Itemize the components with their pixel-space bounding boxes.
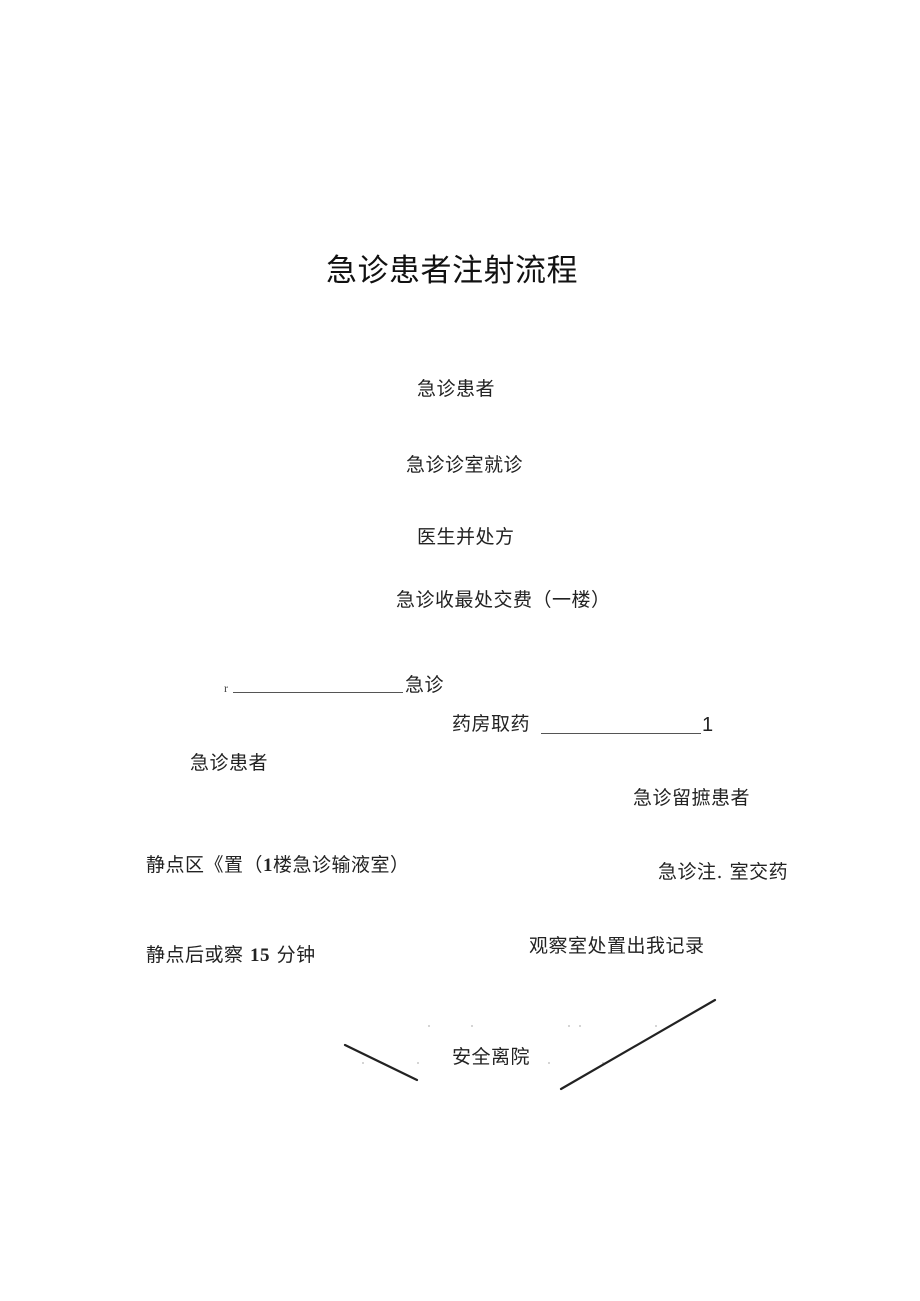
branch-marker: r <box>224 681 228 695</box>
scan-dot <box>602 1062 604 1064</box>
branch-underline-right <box>541 733 701 734</box>
step-consultation-room: 急诊诊室就诊 <box>406 454 524 476</box>
branch-underline-left <box>233 692 403 693</box>
step-infusion-room: 静点区《置（1楼急诊输液室） <box>146 854 410 876</box>
step-doctor-prescription: 医生并处方 <box>417 526 515 548</box>
step-pharmacy: 药房取药 <box>452 713 531 735</box>
infusion-room-floor-number: 1 <box>263 855 274 876</box>
step-pharmacy-prefix: 急诊 <box>405 674 445 696</box>
step-observe-15-minutes: 静点后或察 15 分钟 <box>146 944 316 966</box>
step-payment-counter: 急诊收最处交费（一楼） <box>396 589 611 611</box>
observe-text-pre: 静点后或察 <box>146 944 251 966</box>
scan-dot <box>428 1025 430 1027</box>
step-emergency-patient: 急诊患者 <box>417 378 496 400</box>
step-observation-record: 观察室处置出我记录 <box>529 935 705 957</box>
scan-dot <box>579 1025 581 1027</box>
scan-dot <box>362 1062 364 1064</box>
scan-dot <box>548 1062 550 1064</box>
infusion-room-text-post: 楼急诊输液室） <box>273 854 410 876</box>
connector-line-left <box>343 1043 419 1082</box>
page-title: 急诊患者注射流程 <box>326 253 578 289</box>
observe-text-post: 分钟 <box>270 944 316 966</box>
step-injection-room: 急诊注. 室交药 <box>658 861 789 883</box>
step-observation-patient: 急诊留摭患者 <box>633 787 751 809</box>
scan-dot <box>417 1062 419 1064</box>
observe-minutes-number: 15 <box>250 945 271 966</box>
scan-dot <box>568 1025 570 1027</box>
scan-dot <box>655 1025 657 1027</box>
step-pharmacy-suffix: 1 <box>702 714 714 736</box>
scan-dot <box>471 1025 473 1027</box>
connector-line-right <box>559 998 717 1091</box>
step-safe-discharge: 安全离院 <box>452 1046 531 1068</box>
infusion-room-text-pre: 静点区《置（ <box>146 854 264 876</box>
step-left-emergency-patient: 急诊患者 <box>190 752 269 774</box>
